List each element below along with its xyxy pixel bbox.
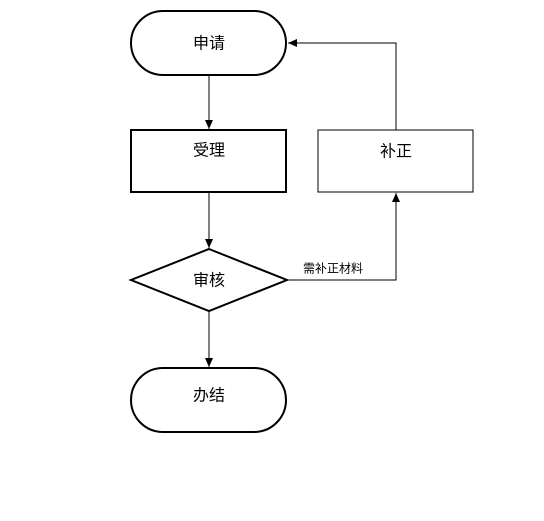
node-review: 审核	[128, 247, 290, 313]
node-apply: 申请	[130, 10, 287, 76]
node-review-label: 审核	[193, 271, 225, 290]
node-accept-label: 受理	[193, 141, 225, 160]
edge-label-need-supplement: 需补正材料	[303, 262, 363, 276]
node-complete-label: 办结	[193, 386, 225, 405]
node-accept-shape	[130, 129, 287, 193]
edge-review-to-supplement	[287, 193, 400, 281]
node-complete: 办结	[130, 367, 287, 433]
node-supplement-label: 补正	[380, 142, 412, 161]
edge-supplement-to-apply	[288, 39, 397, 130]
node-supplement-shape	[317, 129, 474, 193]
node-complete-shape	[130, 367, 287, 433]
node-apply-label: 申请	[193, 34, 225, 53]
node-accept: 受理	[130, 129, 287, 193]
node-supplement: 补正	[317, 129, 474, 193]
